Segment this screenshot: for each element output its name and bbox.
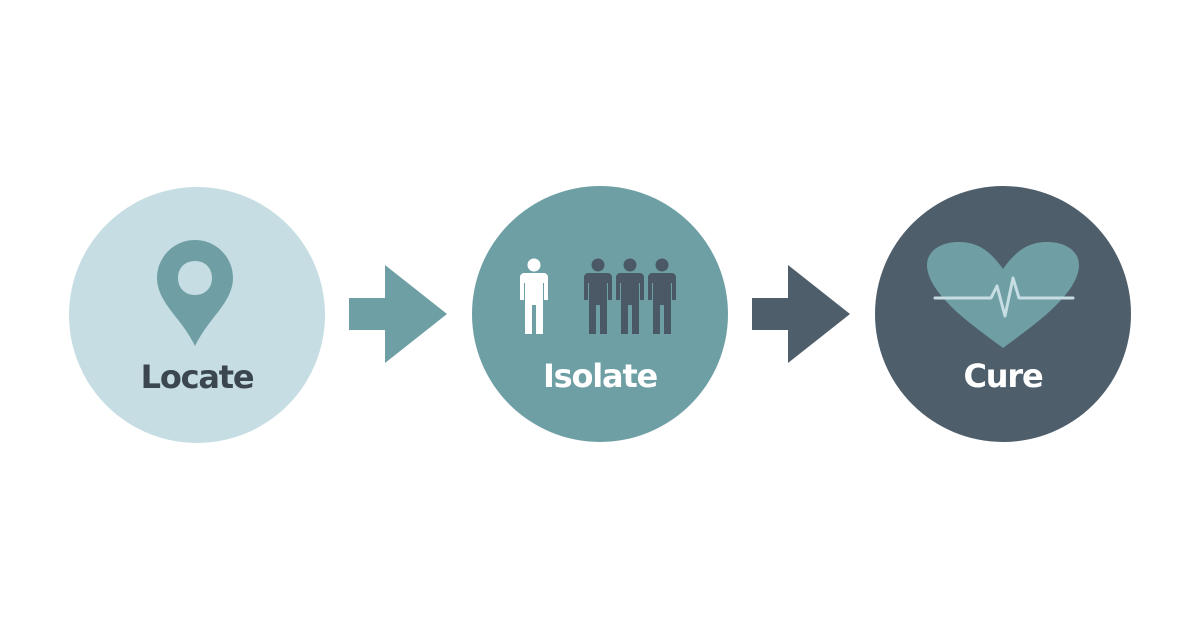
person-icon [648, 258, 676, 334]
locate-label: Locate [140, 358, 255, 396]
isolate-label: Isolate [542, 357, 658, 395]
arrow-right-icon [349, 265, 447, 363]
cure-label: Cure [963, 357, 1044, 395]
isolate-step: Isolate [472, 186, 728, 442]
locate-step: Locate [69, 187, 325, 443]
arrow-right-icon [752, 265, 850, 363]
arrow-shape [349, 265, 447, 363]
map-pin-shape [157, 240, 233, 346]
cure-step: Cure [875, 186, 1131, 442]
arrow-shape [752, 265, 850, 363]
heart-pulse-icon [927, 242, 1079, 348]
person-icon [584, 258, 612, 334]
person-icon [616, 258, 644, 334]
people-icon [520, 258, 676, 334]
highlighted-person-icon [520, 258, 548, 334]
map-pin-icon [157, 240, 233, 346]
pulse-line [933, 276, 1075, 318]
heart-shape [927, 242, 1079, 348]
